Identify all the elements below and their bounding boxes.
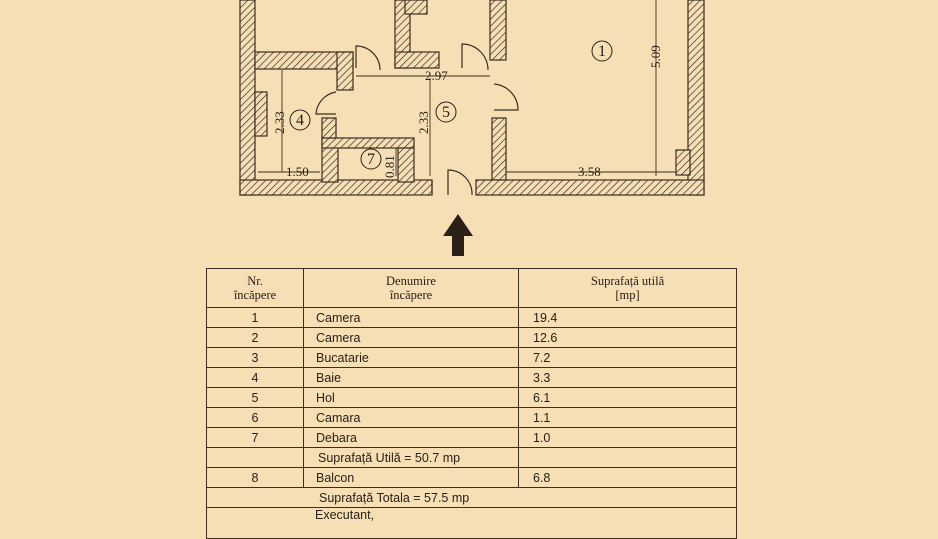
plan-doors <box>315 43 519 196</box>
header-nr: Nr.încăpere <box>206 268 304 308</box>
header-area: Suprafață utilă[mp] <box>518 268 737 308</box>
dim-hall-width: 2.97 <box>425 68 448 83</box>
room-label-4: 4 <box>289 109 311 131</box>
dim-bath-width: 1.50 <box>286 164 309 179</box>
useful-total-row: Suprafață Utilă = 50.7 mp <box>206 447 737 468</box>
dim-hall-height: 2.33 <box>416 111 431 134</box>
dim-room1-width: 3.58 <box>578 164 601 179</box>
grand-total-row: Suprafață Totala = 57.5 mp <box>206 487 737 508</box>
plan-dimension-lines <box>258 0 676 176</box>
svg-text:1: 1 <box>598 43 606 60</box>
room-label-5: 5 <box>435 101 457 123</box>
north-arrow-icon <box>443 214 473 256</box>
svg-text:5: 5 <box>442 104 450 121</box>
svg-text:7: 7 <box>367 151 375 168</box>
room-label-7: 7 <box>360 148 382 170</box>
plan-walls <box>239 0 705 196</box>
floor-plan: 2.97 5.09 3.58 2.33 1.50 2.33 0.81 1 4 5… <box>239 0 705 196</box>
dim-bath-height: 2.33 <box>272 111 287 134</box>
room-label-1: 1 <box>591 40 613 62</box>
svg-text:4: 4 <box>296 112 304 129</box>
dim-debara-height: 0.81 <box>382 155 397 178</box>
executant-row: Executant, <box>206 507 737 539</box>
dim-room1-height: 5.09 <box>648 45 663 68</box>
